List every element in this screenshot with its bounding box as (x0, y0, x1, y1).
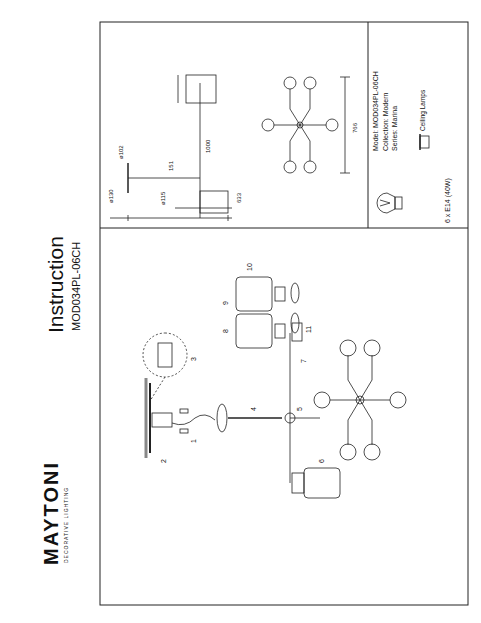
dimension: ø130 (108, 189, 115, 203)
callout-number: 11 (305, 326, 313, 333)
dimension: 151 (168, 161, 175, 171)
category-info: Ceiling Lamps (419, 90, 428, 131)
info-text: Collection: Modern (382, 71, 390, 151)
info-text: Model: MOD034PL-06CH (372, 71, 380, 151)
dimension: 633 (236, 193, 243, 203)
dimension: 1000 (205, 140, 212, 153)
callout-number: 3 (190, 357, 198, 361)
brand-text: MAYTONI (40, 461, 62, 565)
callout-number: 2 (160, 459, 168, 463)
brand-text: MOD034PL-06CH (70, 242, 82, 331)
title: Instruction (44, 236, 67, 333)
callout-number: 6 (318, 459, 326, 463)
callout-number: 8 (222, 329, 230, 333)
callout-number: 1 (190, 439, 198, 443)
lamp-spec: 6 x E14 (40W) (444, 178, 452, 223)
dimension: ø115 (160, 192, 167, 205)
callout-number: 4 (250, 407, 258, 411)
brand-text: DECORATIVE LIGHTING (64, 487, 70, 563)
info-text: Series: Marina (391, 71, 399, 151)
model-info: Model: MOD034PL-06CHCollection: ModernSe… (372, 71, 401, 151)
callout-number: 10 (246, 263, 254, 271)
callout-number: 9 (222, 301, 230, 305)
dimension: ø102 (118, 145, 125, 159)
info-text: Ceiling Lamps (419, 90, 426, 131)
callout-number: 7 (300, 359, 308, 363)
dimension: 766 (352, 123, 359, 133)
callout-number: 5 (296, 407, 304, 411)
